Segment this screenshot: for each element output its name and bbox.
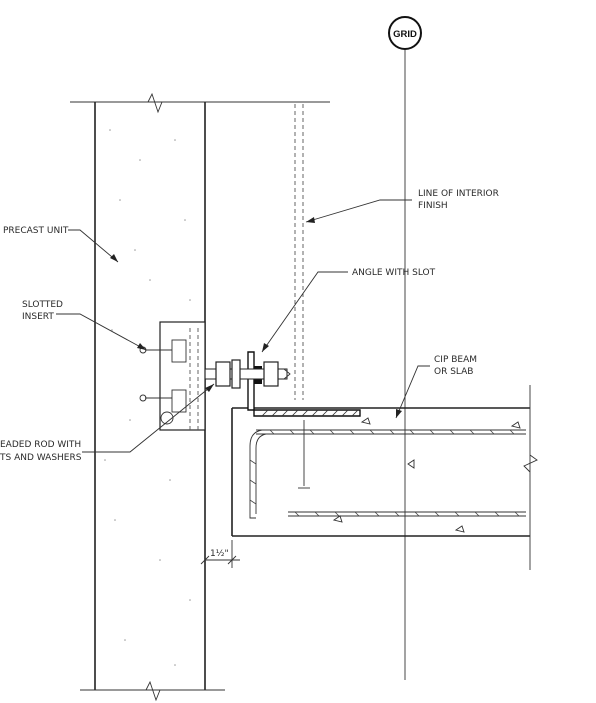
nut-1 <box>215 361 231 387</box>
aggregate-marks <box>332 417 521 533</box>
leader-interior-finish <box>305 199 412 223</box>
slotted-insert <box>139 321 206 431</box>
leader-threaded-rod <box>82 383 215 453</box>
leader-cip-beam <box>395 365 430 419</box>
nut-2 <box>263 361 279 387</box>
concrete-stipple <box>104 129 191 666</box>
anchor-head-2 <box>139 394 147 402</box>
beam-break-symbol <box>523 454 538 473</box>
label-threaded-rod-1: EADED ROD WITH <box>0 440 81 450</box>
interior-finish-line <box>294 104 304 400</box>
washer-1 <box>231 359 241 389</box>
bottom-rebar <box>288 511 526 517</box>
rod-end <box>283 368 291 380</box>
gap-dimension: 1½" <box>200 540 240 568</box>
label-interior-finish-2: FINISH <box>418 201 448 211</box>
annotation-interior-finish: LINE OF INTERIOR FINISH <box>305 189 499 223</box>
annotation-slotted-insert: SLOTTED INSERT <box>22 300 147 351</box>
top-rebar <box>256 429 526 435</box>
label-precast-unit: PRECAST UNIT <box>3 226 69 236</box>
leader-slotted-insert <box>56 313 147 351</box>
label-angle-with-slot: ANGLE WITH SLOT <box>352 268 436 278</box>
label-cip-beam-2: OR SLAB <box>434 367 473 377</box>
annotation-threaded-rod: EADED ROD WITH TS AND WASHERS <box>0 383 215 463</box>
angle-hatching <box>261 409 359 417</box>
top-break-symbol <box>147 92 163 114</box>
label-cip-beam-1: CIP BEAM <box>434 355 477 365</box>
rebar-hook-outer <box>249 429 263 519</box>
grid-label: GRID <box>393 29 417 40</box>
leader-precast-unit <box>68 229 119 263</box>
annotation-cip-beam: CIP BEAM OR SLAB <box>395 355 477 419</box>
annotation-angle-with-slot: ANGLE WITH SLOT <box>261 268 436 353</box>
label-slotted-insert-2: INSERT <box>22 312 54 322</box>
label-slotted-insert-1: SLOTTED <box>22 300 63 310</box>
label-gap-dimension: 1½" <box>210 549 229 559</box>
insert-ferrule <box>160 411 174 425</box>
grid-bubble <box>388 16 422 50</box>
cip-beam <box>231 385 538 570</box>
rebar-hatching <box>249 429 520 517</box>
bottom-break-symbol <box>145 680 161 702</box>
label-threaded-rod-2: TS AND WASHERS <box>0 453 82 463</box>
annotation-precast-unit: PRECAST UNIT <box>3 226 119 263</box>
threaded-rod <box>204 359 291 389</box>
leader-angle-with-slot <box>261 271 348 353</box>
grid-line: GRID <box>388 16 422 680</box>
label-interior-finish-1: LINE OF INTERIOR <box>418 189 499 199</box>
rebar-hook-inner <box>255 433 267 514</box>
